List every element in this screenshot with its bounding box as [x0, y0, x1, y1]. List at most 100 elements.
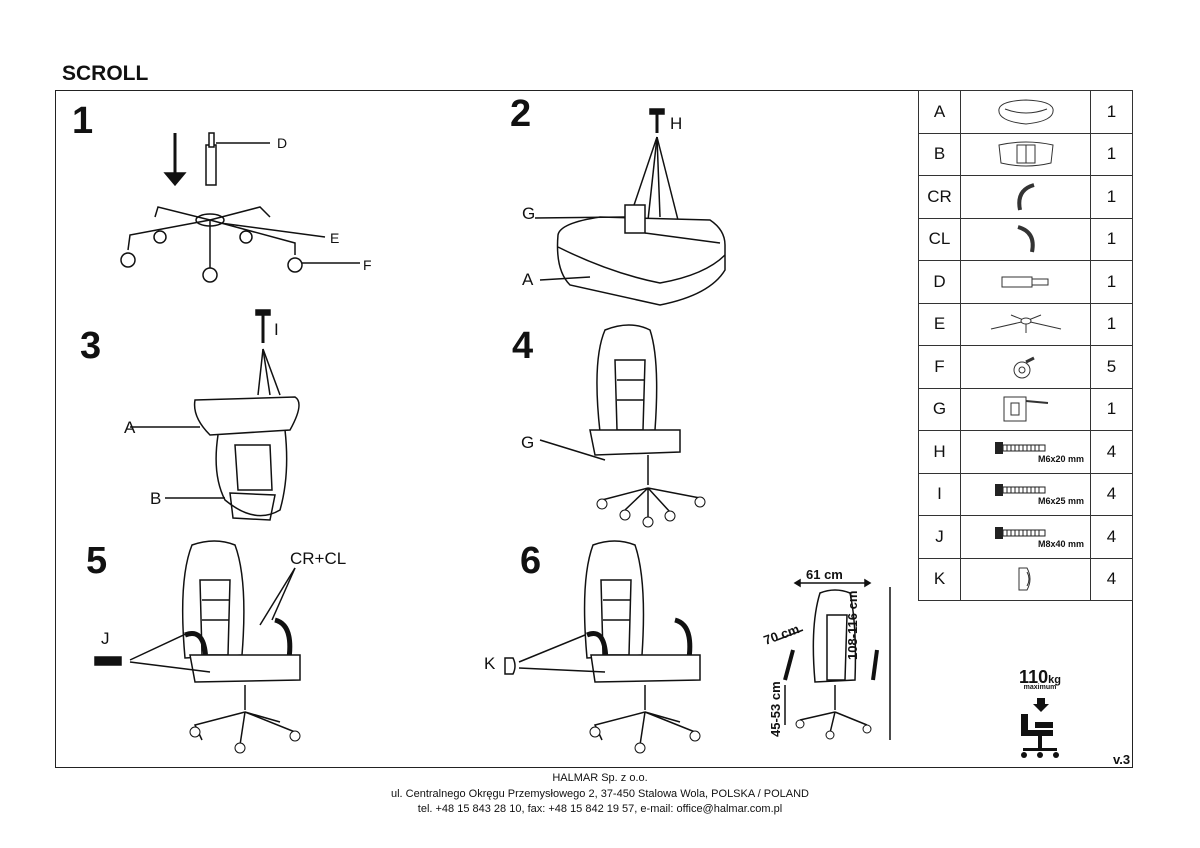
- step-1-illustration: [120, 132, 360, 283]
- version-label: v.3: [1113, 752, 1131, 767]
- step-4-label-g: G: [521, 433, 535, 452]
- part-image: M6x20 mm: [960, 430, 1091, 474]
- step-5-number: 5: [86, 540, 108, 582]
- step-3-illustration: [130, 309, 300, 521]
- part-image: M8x40 mm: [960, 515, 1091, 559]
- part-id: D: [918, 260, 961, 304]
- part-image: [960, 557, 1091, 601]
- armrest-left-icon: [961, 222, 1090, 256]
- armrest-right-icon: [961, 180, 1090, 214]
- step-2-number: 2: [510, 93, 532, 135]
- parts-row-cl: CL 1: [918, 217, 1133, 261]
- part-quantity: 1: [1090, 90, 1133, 134]
- step-1-label-d: D: [277, 135, 288, 151]
- part-id: CR: [918, 175, 961, 219]
- step-1-label-f: F: [363, 257, 372, 273]
- document-title: SCROLL: [62, 62, 149, 85]
- part-quantity: 4: [1090, 557, 1133, 601]
- step-2-illustration: [534, 108, 726, 306]
- dimension-height: 108-116 cm: [845, 590, 860, 660]
- step-5-label-j: J: [101, 629, 110, 648]
- caster-icon: [961, 352, 1090, 382]
- parts-row-cr: CR 1: [918, 175, 1133, 219]
- part-quantity: 1: [1090, 260, 1133, 304]
- part-image: [960, 90, 1091, 134]
- footer-contact: tel. +48 15 843 28 10, fax: +48 15 842 1…: [417, 803, 783, 815]
- part-id: I: [918, 472, 961, 516]
- part-id: A: [918, 90, 961, 134]
- step-6-label-k: K: [484, 654, 496, 673]
- step-6-number: 6: [520, 540, 542, 582]
- part-spec: M6x25 mm: [1037, 496, 1084, 507]
- part-quantity: 4: [1090, 472, 1133, 516]
- weight-limit-icon: [1021, 698, 1059, 758]
- part-quantity: 4: [1090, 515, 1133, 559]
- cap-icon: [961, 564, 1090, 594]
- part-image: [960, 387, 1091, 431]
- part-quantity: 5: [1090, 345, 1133, 389]
- part-image: [960, 345, 1091, 389]
- part-image: [960, 175, 1091, 219]
- part-quantity: 1: [1090, 175, 1133, 219]
- part-image: [960, 132, 1091, 176]
- part-spec: M8x40 mm: [1037, 538, 1084, 549]
- bolt-icon: [961, 440, 1090, 456]
- step-3-label-i: I: [274, 320, 279, 339]
- part-image: M6x25 mm: [960, 472, 1091, 516]
- max-load-badge: 110kg maximum: [1010, 667, 1070, 691]
- part-spec: M6x20 mm: [1037, 453, 1084, 464]
- part-id: J: [918, 515, 961, 559]
- part-id: G: [918, 387, 961, 431]
- part-id: B: [918, 132, 961, 176]
- dimensions-illustration: [776, 578, 891, 740]
- step-3-label-a: A: [124, 418, 136, 437]
- step-2-label-h: H: [670, 114, 683, 133]
- step-2-label-g: G: [522, 204, 536, 223]
- step-3-number: 3: [80, 325, 102, 367]
- part-id: H: [918, 430, 961, 474]
- parts-row-i: I M6x25 mm 4: [918, 472, 1133, 516]
- max-load-unit: kg: [1048, 674, 1061, 686]
- step-3-label-b: B: [150, 489, 162, 508]
- step-6-illustration: [504, 540, 701, 754]
- max-load-value: 110: [1019, 667, 1049, 687]
- part-quantity: 1: [1090, 132, 1133, 176]
- backrest-icon: [961, 139, 1090, 169]
- bolt-icon: [961, 525, 1090, 541]
- part-quantity: 4: [1090, 430, 1133, 474]
- footer-company: HALMAR Sp. z o.o.: [552, 772, 648, 784]
- part-quantity: 1: [1090, 217, 1133, 261]
- parts-row-j: J M8x40 mm 4: [918, 515, 1133, 559]
- part-image: [960, 302, 1091, 346]
- dimension-seat-height: 45-53 cm: [768, 681, 783, 737]
- step-2-label-a: A: [522, 270, 534, 289]
- step-5-label-cr-cl: CR+CL: [290, 549, 347, 568]
- part-quantity: 1: [1090, 302, 1133, 346]
- instruction-frame: [55, 90, 1133, 768]
- part-id: F: [918, 345, 961, 389]
- step-5-illustration: [94, 540, 301, 754]
- gas-lift-icon: [961, 272, 1090, 292]
- footer-address: ul. Centralnego Okręgu Przemysłowego 2, …: [390, 788, 809, 800]
- max-load-caption: maximum: [1023, 684, 1057, 691]
- part-id: CL: [918, 217, 961, 261]
- part-id: E: [918, 302, 961, 346]
- part-id: K: [918, 557, 961, 601]
- parts-row-h: H M6x20 mm 4: [918, 430, 1133, 474]
- bolt-icon: [961, 482, 1090, 498]
- step-1-number: 1: [72, 100, 94, 142]
- step-1-label-e: E: [330, 230, 340, 246]
- step-4-number: 4: [512, 325, 534, 367]
- mechanism-icon: [961, 393, 1090, 425]
- step-4-illustration: [539, 324, 706, 528]
- seat-icon: [961, 97, 1090, 127]
- dimension-width: 61 cm: [806, 567, 843, 582]
